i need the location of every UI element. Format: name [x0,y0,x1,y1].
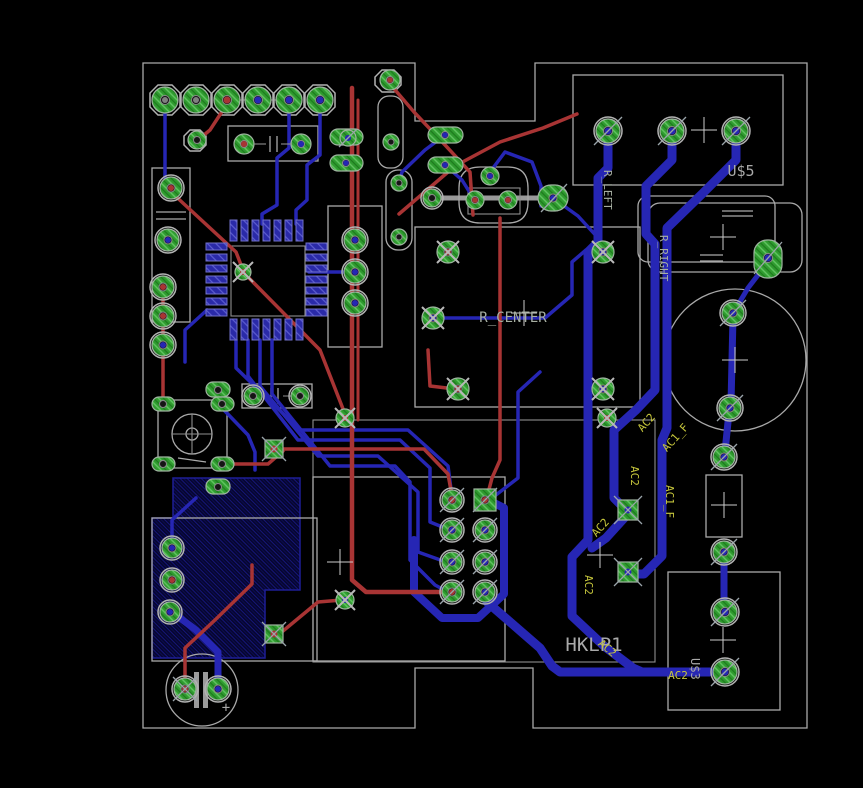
pad [710,538,738,566]
pad [382,133,400,151]
pad [241,384,265,408]
pad [719,299,747,327]
pad [591,240,615,264]
via [334,407,356,429]
pad [421,306,445,330]
pad [657,116,687,146]
origin-crosses [327,117,748,653]
pad [171,675,199,703]
pad [204,675,232,703]
pad [710,657,740,687]
pad [390,228,408,246]
pad [436,240,460,264]
pad [716,394,744,422]
designator-hklp1: HKLP1 [565,634,622,656]
pad [151,86,179,114]
pad [154,226,182,254]
pad [593,116,623,146]
pad [157,174,185,202]
pad [439,487,465,513]
pad [537,183,569,213]
pad [753,239,783,279]
via [596,407,618,429]
pad [472,487,498,513]
pad [480,166,500,186]
polarity-plus-mark: + [222,700,230,716]
pad [427,156,464,174]
pad [591,377,615,401]
designator-u5: U$5 [727,162,754,180]
pad [290,133,312,155]
pad [187,130,207,150]
pad [446,377,470,401]
signal-label-ac1f-2: AC1_F [663,485,676,518]
pad [439,517,465,543]
pad [341,226,369,254]
pad [182,86,210,114]
via [338,128,358,148]
pad [210,396,235,412]
pad [149,302,177,330]
pad [149,331,177,359]
pad [341,258,369,286]
pad [472,517,498,543]
pad [306,86,334,114]
pad [151,396,176,412]
signal-label-ac2-2: AC2 [628,466,641,486]
pad [213,86,241,114]
pad [498,190,518,210]
pad [427,126,464,144]
pad [379,69,401,91]
pad [205,478,231,495]
silkscreen-outlines [149,69,807,727]
signal-label-r-center: R_CENTER [479,310,547,326]
pad [205,381,231,398]
pad [613,495,643,525]
via [232,261,254,283]
pad [439,579,465,605]
bottom-copper-traces[interactable] [163,102,771,689]
labels: U$5 R_CENTER HKLP1 R_LEFT R_RIGHT U$3 AC… [222,162,755,716]
pad [465,190,485,210]
signal-label-r-right: R_RIGHT [657,235,670,282]
pad [721,116,751,146]
pad [261,621,287,647]
designator-u3: U$3 [688,658,702,680]
pad [149,273,177,301]
signal-label-ac2-6: AC2 [668,669,688,682]
pad [151,456,176,472]
pad [329,154,364,172]
pad [613,557,643,587]
signal-label-ac2-1: AC2 [635,411,658,434]
pad [210,456,235,472]
through-hole-pads[interactable] [149,69,783,703]
pad [472,579,498,605]
pad [341,289,369,317]
signal-label-ac2-4: AC2 [582,575,595,595]
pad [244,86,272,114]
pad [233,133,255,155]
pad [157,599,183,625]
pad [710,597,740,627]
board-outline [142,62,808,729]
pad [710,443,738,471]
pad [420,186,444,210]
pad [275,86,303,114]
pad [261,436,287,462]
signal-label-r-left: R_LEFT [601,170,614,210]
pad [159,567,185,593]
pad [472,549,498,575]
qfp-ic[interactable] [205,219,328,341]
via [334,589,356,611]
pad [390,174,408,192]
pad [159,535,185,561]
pad [439,549,465,575]
pad [288,384,312,408]
